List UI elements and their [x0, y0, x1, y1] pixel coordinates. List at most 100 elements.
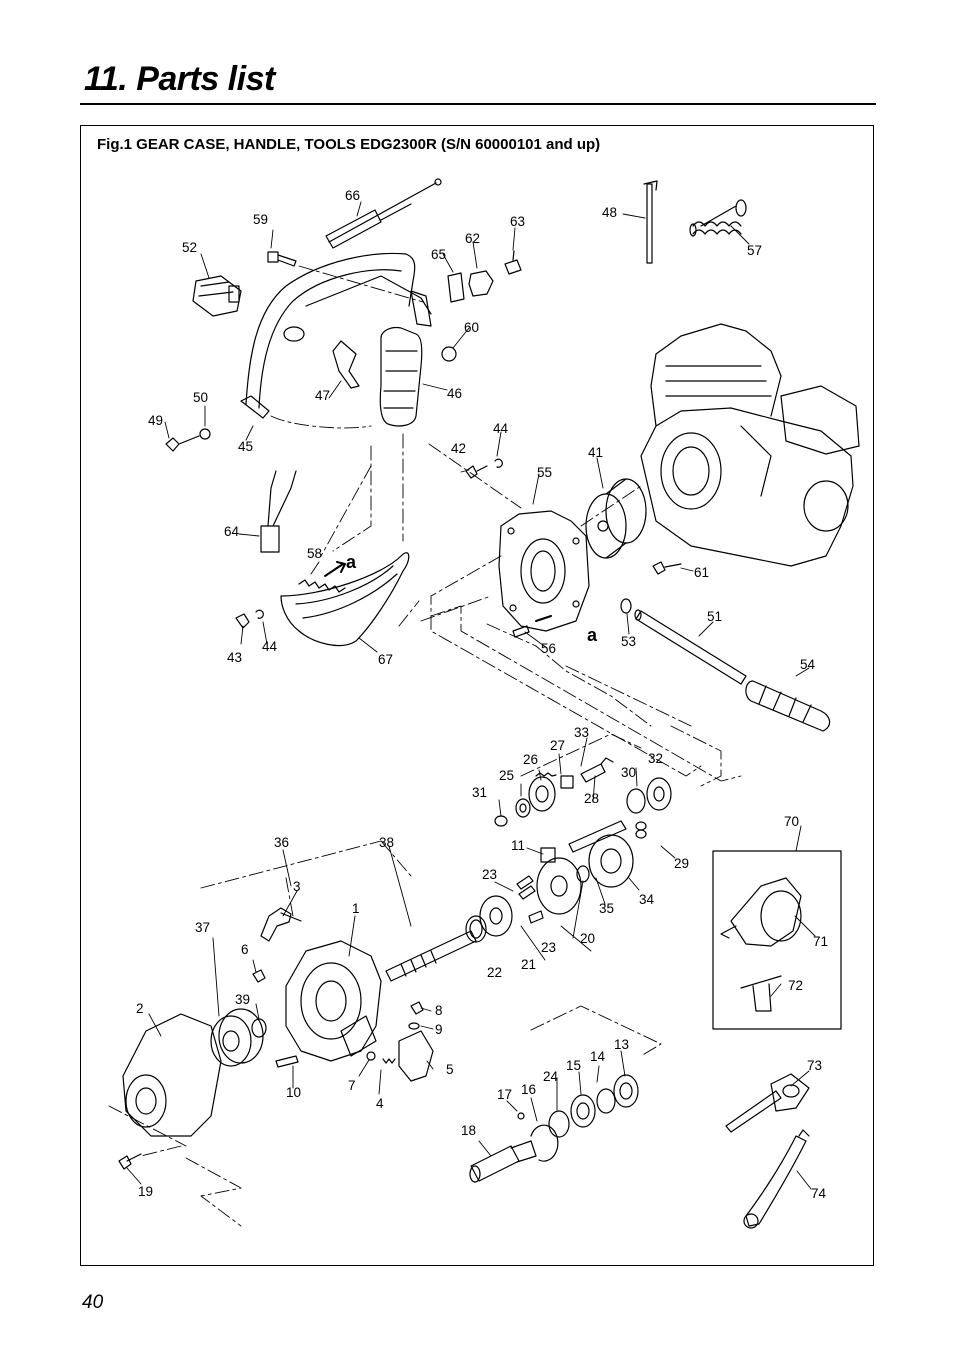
bolt-19: [118, 1153, 142, 1170]
callout-label: 47: [315, 388, 330, 403]
callout-label: 27: [550, 738, 565, 753]
callout-label: 57: [747, 243, 762, 258]
shaft-38: [385, 930, 477, 982]
spanner-74: [743, 1129, 810, 1229]
screw-8: [410, 1001, 424, 1015]
callout-label: 63: [510, 214, 525, 229]
callout-label: 19: [138, 1184, 153, 1199]
callout-label: 1: [352, 901, 360, 916]
callout-label: 36: [274, 835, 289, 850]
callout-label: 43: [227, 650, 242, 665]
plate-65: [447, 272, 465, 303]
callout-label: 23: [541, 940, 556, 955]
callout-label: 9: [435, 1022, 443, 1037]
grip-46: [379, 326, 423, 427]
callout-label: 35: [599, 901, 614, 916]
callout-label: 26: [523, 752, 538, 767]
shaft-51: [634, 609, 747, 685]
spring-57: [689, 199, 747, 237]
callout-label: 18: [461, 1123, 476, 1138]
callout-label: 53: [621, 634, 636, 649]
spring-58: [298, 579, 346, 593]
callout-label: 25: [499, 768, 514, 783]
callout-label: 34: [639, 892, 655, 907]
nut-60: [441, 346, 457, 362]
callout-label: 7: [348, 1078, 356, 1093]
callout-label: 20: [580, 931, 595, 946]
callout-label: 72: [788, 978, 803, 993]
washer-50: [199, 428, 211, 440]
callout-label: 56: [541, 641, 556, 656]
reference-arrow-a-upper: [324, 561, 346, 577]
callout-labels: 66 59 52 65 62 63 48 57 60 47 46 50 49 4…: [136, 188, 828, 1201]
callout-label: 37: [195, 920, 210, 935]
washer-53: [620, 598, 632, 614]
page-title: 11. Parts list: [84, 60, 275, 98]
callout-label: 45: [238, 439, 253, 454]
callout-label: 32: [648, 751, 663, 766]
trigger-47: [332, 340, 360, 389]
pin-56: [512, 625, 530, 638]
lever-3: [260, 907, 302, 942]
assembly-lines: [108, 265, 742, 1227]
callout-label: 58: [307, 546, 322, 561]
screw-6: [252, 969, 266, 983]
callout-label: 59: [253, 212, 268, 227]
callout-label: 24: [543, 1069, 559, 1084]
callout-label: 11: [511, 838, 525, 853]
page-number: 40: [82, 1292, 104, 1313]
callout-label: 4: [376, 1096, 384, 1111]
callout-label: 22: [487, 965, 502, 980]
callout-label: 28: [584, 791, 599, 806]
gear-37: [210, 1008, 264, 1067]
callout-label: 29: [674, 856, 689, 871]
nut-43: [235, 613, 250, 629]
callout-label: 67: [378, 652, 393, 667]
callout-label: 51: [707, 609, 722, 624]
callout-label: 21: [521, 957, 536, 972]
callout-label: 65: [431, 247, 446, 262]
callout-label: 50: [193, 390, 208, 405]
grip-54: [745, 680, 831, 732]
callout-label: 42: [451, 441, 466, 456]
washer-44a: [255, 609, 264, 619]
switch-52: [192, 275, 242, 317]
callout-label: 39: [235, 992, 250, 1007]
callout-label: 44: [493, 421, 509, 436]
callout-label: 44: [262, 639, 278, 654]
callout-label: 46: [447, 386, 462, 401]
gear-case-1: [285, 940, 382, 1062]
knob-5: [398, 1030, 434, 1082]
callout-label: 73: [807, 1058, 822, 1073]
wrench-73: [725, 1073, 810, 1133]
cover-2: [122, 1013, 222, 1137]
bolt-61: [652, 561, 682, 575]
bolt-59: [267, 251, 297, 267]
callout-label: 30: [621, 765, 636, 780]
callout-label: 6: [241, 942, 249, 957]
callout-label: 49: [148, 413, 163, 428]
throttle-cable: [325, 178, 442, 249]
bolt-49: [165, 435, 200, 452]
callout-label: 16: [521, 1082, 536, 1097]
reference-letter-a-lower: a: [587, 625, 598, 645]
callout-label: 31: [472, 785, 487, 800]
clutch-drum-41: [585, 478, 647, 559]
exploded-parts-diagram: 66 59 52 65 62 63 48 57 60 47 46 50 49 4…: [108, 178, 860, 1229]
gear-train: [465, 757, 672, 943]
engine: [640, 323, 860, 567]
callout-label: 74: [811, 1186, 827, 1201]
callout-label: 5: [446, 1062, 454, 1077]
callout-label: 66: [345, 188, 360, 203]
callout-label: 60: [464, 320, 479, 335]
washer-9: [408, 1022, 420, 1030]
figure-caption: Fig.1 GEAR CASE, HANDLE, TOOLS EDG2300R …: [97, 136, 601, 153]
callout-label: 8: [435, 1003, 443, 1018]
callout-label: 10: [286, 1085, 301, 1100]
callout-label: 70: [784, 814, 799, 829]
spindle-18: [469, 1140, 537, 1183]
callout-label: 61: [694, 565, 709, 580]
callout-label: 71: [813, 934, 828, 949]
callout-label: 13: [614, 1037, 629, 1052]
callout-label: 48: [602, 205, 617, 220]
